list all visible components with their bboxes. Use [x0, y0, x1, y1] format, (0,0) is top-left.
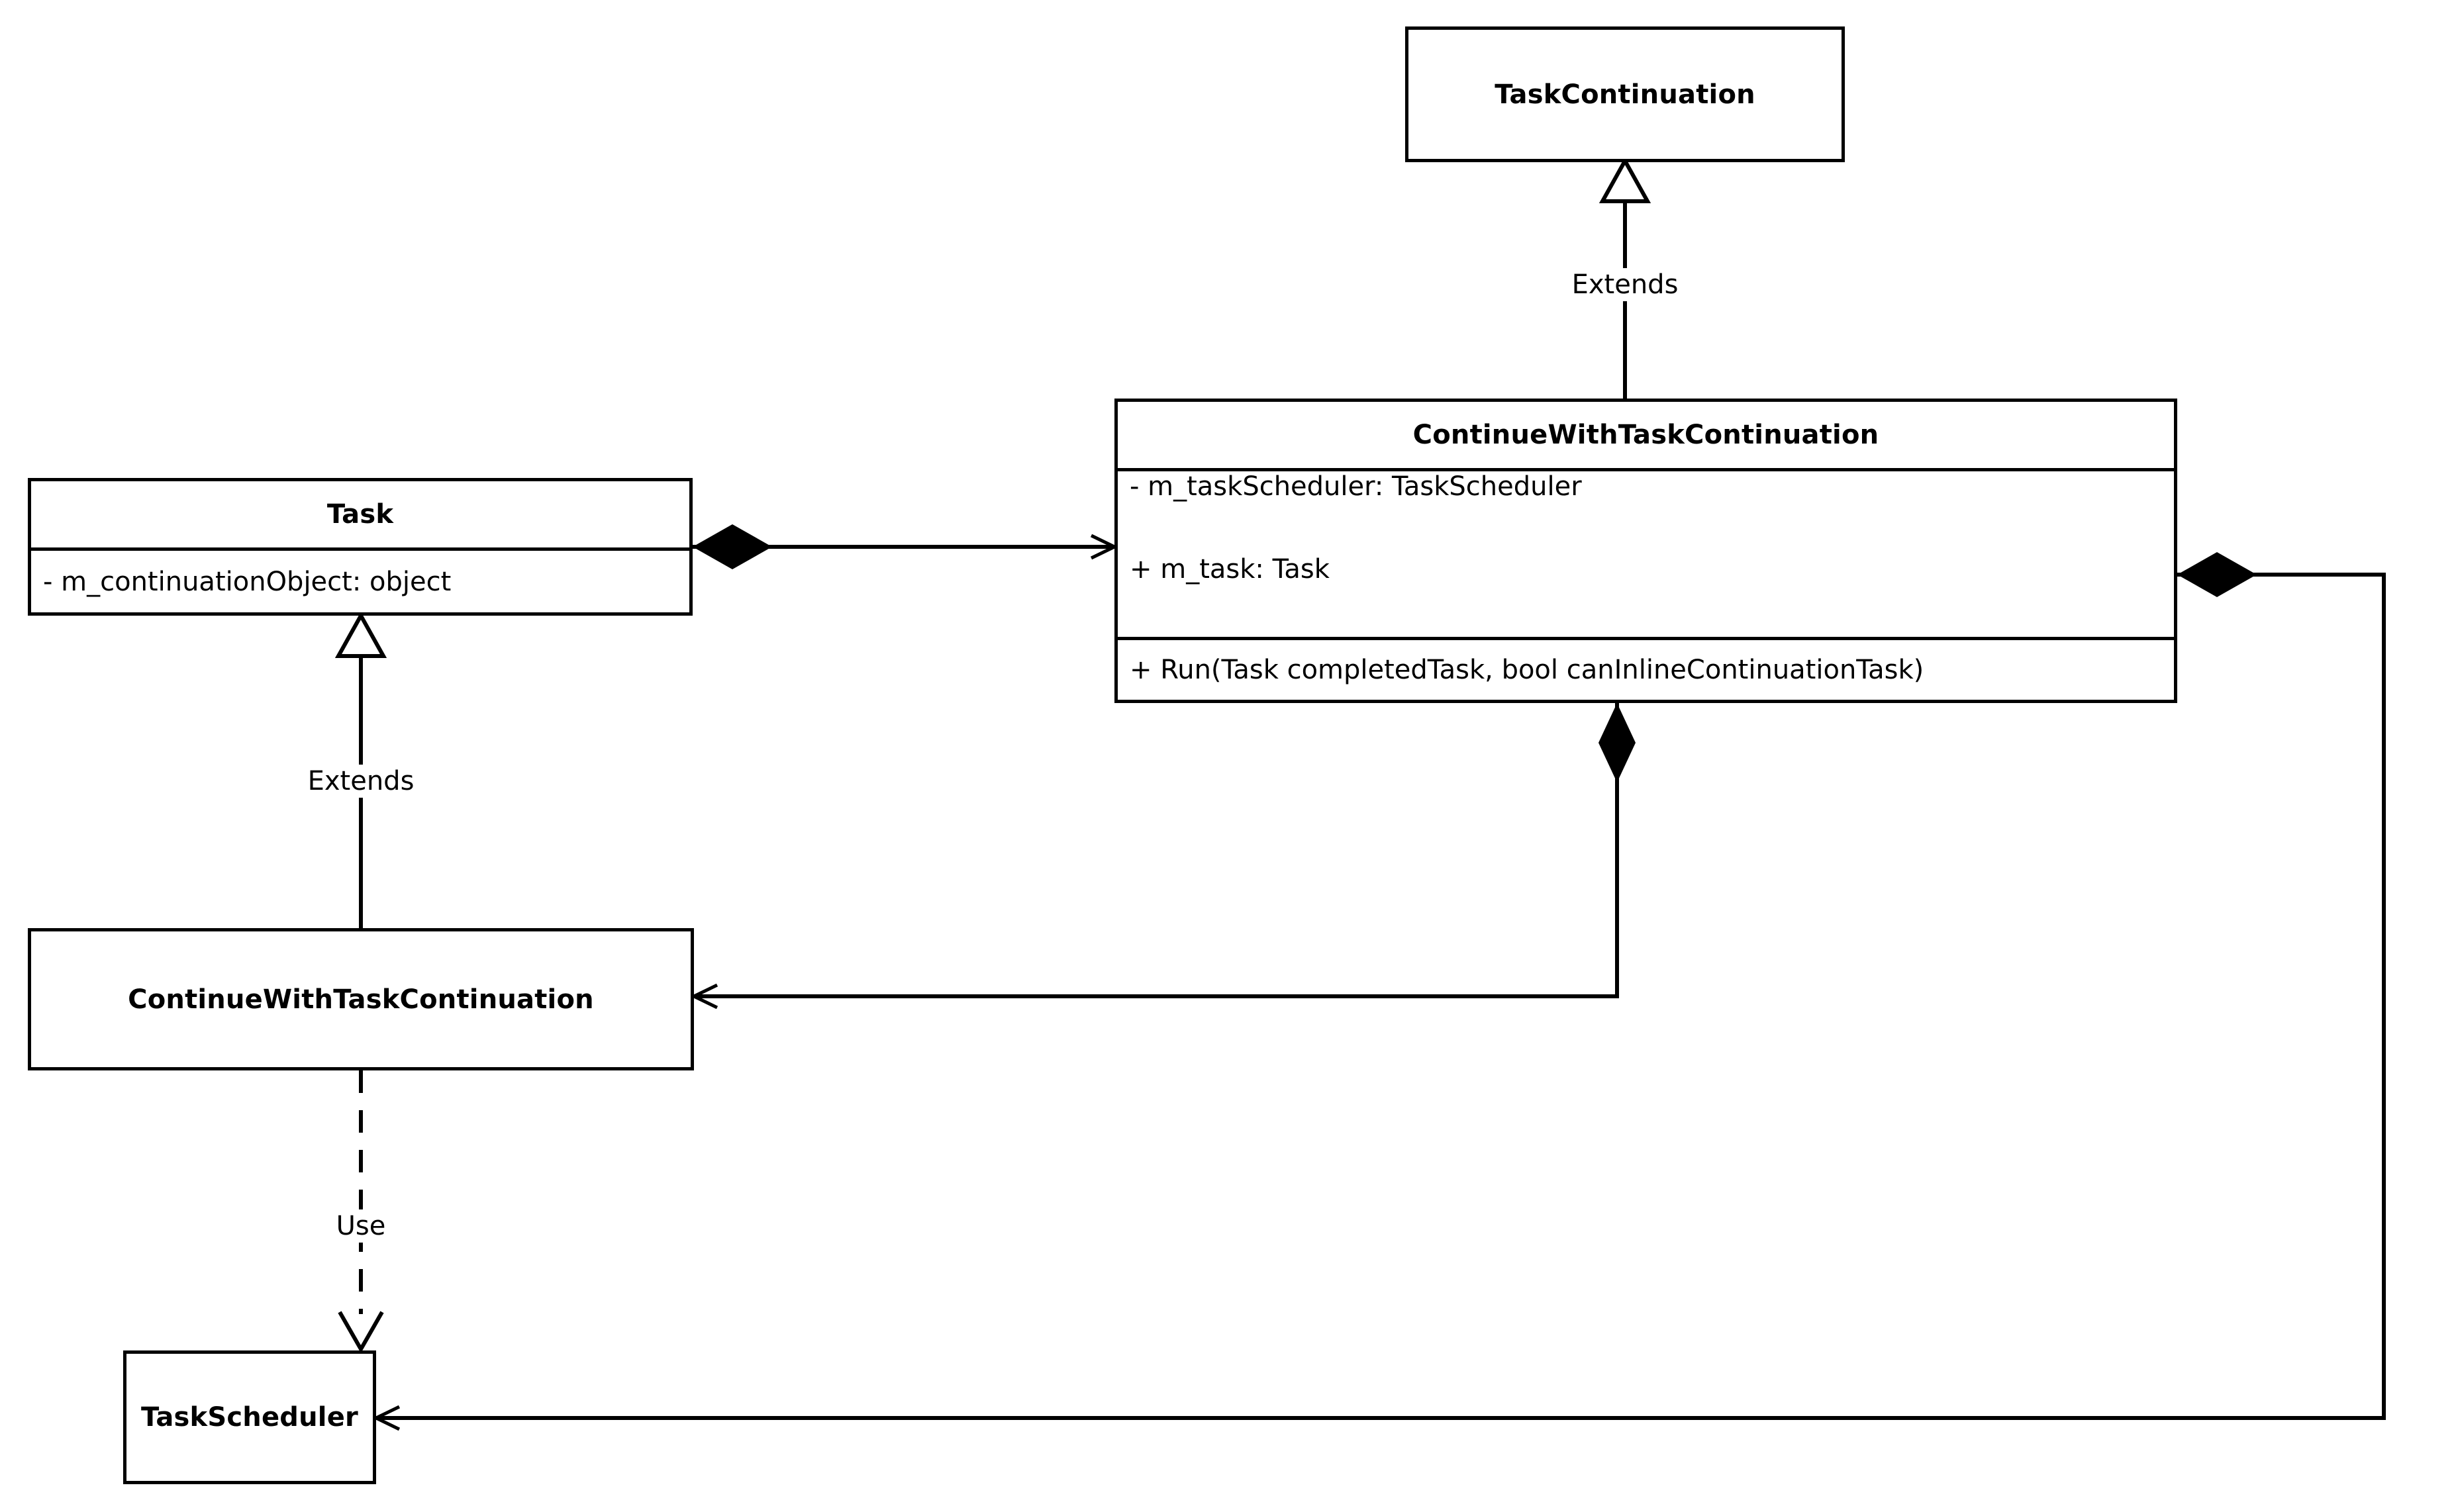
- class-box-task[interactable]: Task - m_continuationObject: object: [28, 478, 693, 616]
- dependency-cwtc-sub-to-taskscheduler: [338, 1070, 384, 1354]
- class-box-continue-with-task-continuation-main[interactable]: ContinueWithTaskContinuation - m_taskSch…: [1114, 399, 2177, 703]
- class-name-task-continuation: TaskContinuation: [1495, 79, 1755, 110]
- class-box-task-continuation[interactable]: TaskContinuation: [1405, 26, 1845, 162]
- attributes-compartment-task: - m_continuationObject: object: [31, 547, 689, 612]
- class-box-task-scheduler[interactable]: TaskScheduler: [123, 1350, 376, 1484]
- class-name-continue-with-task-continuation-main: ContinueWithTaskContinuation: [1412, 419, 1879, 450]
- composition-cwtc-main-to-taskscheduler: [376, 552, 2386, 1418]
- class-box-continue-with-task-continuation-sub[interactable]: ContinueWithTaskContinuation: [28, 928, 694, 1070]
- attribute-row: - m_taskScheduler: TaskScheduler: [1130, 471, 1582, 502]
- operation-row: + Run(Task completedTask, bool canInline…: [1130, 655, 1924, 685]
- class-name-task: Task: [326, 499, 394, 530]
- operations-compartment-cwtc-main: + Run(Task completedTask, bool canInline…: [1118, 637, 2174, 700]
- class-name-task-scheduler: TaskScheduler: [141, 1402, 358, 1433]
- edge-label-use: Use: [328, 1209, 394, 1243]
- edge-label-extends-left: Extends: [299, 765, 422, 798]
- class-name-continue-with-task-continuation-sub: ContinueWithTaskContinuation: [128, 984, 594, 1015]
- attribute-row: - m_continuationObject: object: [43, 566, 452, 597]
- edge-label-extends-top: Extends: [1563, 268, 1687, 301]
- composition-cwtc-main-to-cwtc-sub: [694, 703, 1636, 996]
- attribute-row: + m_task: Task: [1130, 553, 1330, 585]
- attributes-compartment-cwtc-main: - m_taskScheduler: TaskScheduler + m_tas…: [1118, 467, 2174, 637]
- composition-task-to-cwtc-main: [693, 524, 1114, 569]
